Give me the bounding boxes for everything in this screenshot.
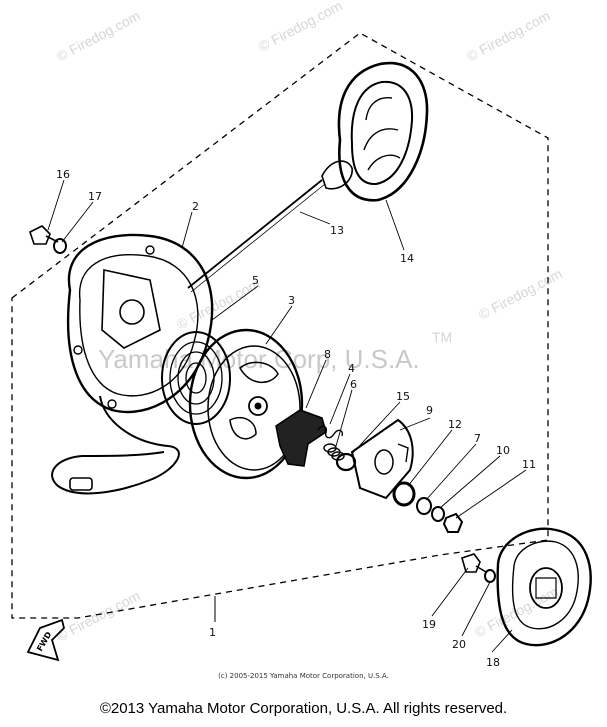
recoil-spring (161, 331, 231, 425)
nut (442, 512, 464, 533)
callout-11: 11 (522, 458, 536, 471)
callout-15: 15 (396, 390, 410, 403)
starter-pawl (275, 409, 327, 467)
callout-7: 7 (474, 432, 481, 445)
lock-washer (53, 238, 67, 254)
spring-washer (392, 481, 416, 507)
pulley-washer (484, 569, 496, 583)
callout-20: 20 (452, 638, 466, 651)
callout-12: 12 (448, 418, 462, 431)
starter-rope-edge (190, 183, 326, 293)
callout-2: 2 (192, 200, 199, 213)
bolt (29, 225, 59, 245)
watermark-company: Yamaha Motor Corp, U.S.A. (98, 344, 420, 374)
callout-10: 10 (496, 444, 510, 457)
starter-pulley (496, 527, 592, 647)
callout-17: 17 (88, 190, 102, 203)
watermark-brand: © Firedog.com (256, 0, 345, 55)
lanyard-cord (51, 395, 180, 495)
callout-18: 18 (486, 656, 500, 669)
callout-19: 19 (422, 618, 436, 631)
pulley-bolt (461, 553, 487, 573)
watermark-brand: © Firedog.com (54, 587, 143, 644)
callout-1: 1 (209, 626, 216, 639)
callout-13: 13 (330, 224, 344, 237)
callout-14: 14 (400, 252, 414, 265)
friction-plate (350, 418, 414, 500)
callout-4: 4 (348, 362, 355, 375)
callout-labels: 1 2 3 4 5 6 7 8 9 10 11 12 13 14 15 16 1… (56, 168, 536, 669)
watermark-tm: TM (432, 329, 452, 345)
plain-washer (431, 506, 445, 522)
callout-3: 3 (288, 294, 295, 307)
callout-8: 8 (324, 348, 331, 361)
watermark-brand: © Firedog.com (476, 265, 565, 322)
callout-16: 16 (56, 168, 70, 181)
callout-5: 5 (252, 274, 259, 287)
callout-9: 9 (426, 404, 433, 417)
starter-rope (187, 179, 323, 289)
callout-6: 6 (350, 378, 357, 391)
watermark-brand: © Firedog.com (464, 7, 553, 64)
plain-washer (416, 497, 432, 515)
starter-handle (321, 61, 429, 202)
watermark-brand: © Firedog.com (174, 275, 263, 332)
assembly-outline (11, 32, 549, 619)
compression-spring (323, 443, 345, 461)
sheave-drum (188, 328, 304, 480)
watermark-brand: © Firedog.com (54, 7, 143, 64)
leader-lines (47, 179, 527, 653)
diagram-copyright-note: (c) 2005-2015 Yamaha Motor Corporation, … (218, 672, 389, 680)
copyright-footer: ©2013 Yamaha Motor Corporation, U.S.A. A… (99, 700, 508, 717)
fwd-arrow-icon: FWD (26, 618, 65, 662)
